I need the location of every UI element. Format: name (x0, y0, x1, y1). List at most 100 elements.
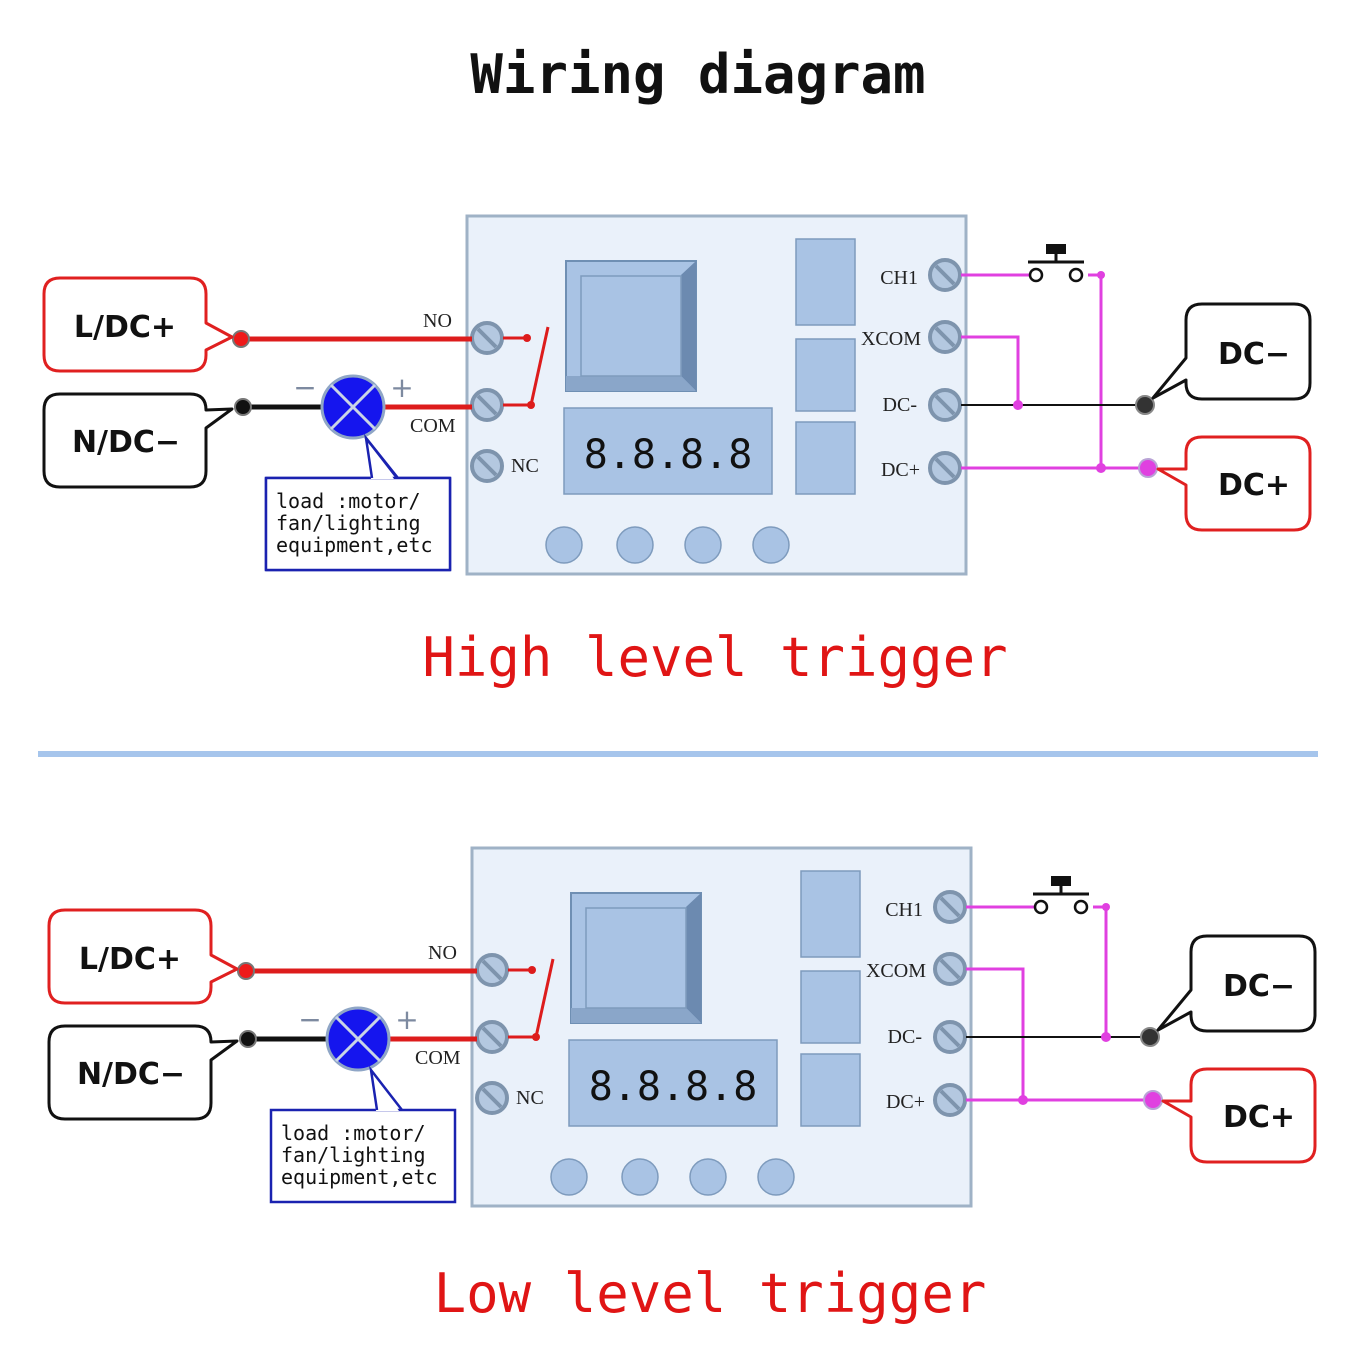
label-ch1: CH1 (885, 899, 923, 921)
node-dc-minus (1135, 395, 1155, 415)
board-button (616, 526, 654, 564)
load-callout-line: equipment,etc (281, 1165, 438, 1189)
callout-n-dc-minus: N/DC− (42, 392, 234, 489)
load-callout-line: equipment,etc (276, 533, 433, 557)
callout-l-dc-plus: L/DC+ (47, 908, 239, 1005)
panel-low-level-trigger: 8.8.8.8 NO COM NC CH1 XCOM DC- DC+ (47, 846, 1317, 1208)
wiring-right (961, 273, 1148, 470)
label-dc-plus: DC+ (881, 459, 920, 481)
board-button (550, 1158, 588, 1196)
relay-board (465, 214, 968, 576)
screw-terminal-no (475, 953, 509, 987)
node-dc-plus (1138, 458, 1158, 478)
callout-dc-plus: DC+ (1156, 435, 1312, 532)
terminal-block (795, 338, 856, 412)
callout-dc-minus-label: DC− (1218, 337, 1290, 372)
callout-dc-plus-label: DC+ (1218, 468, 1290, 503)
node-l-dc (237, 962, 255, 980)
junction-dot (1101, 1032, 1111, 1042)
load-callout: load :motor/ fan/lighting equipment,etc (264, 433, 452, 572)
label-no: NO (428, 942, 457, 964)
load-callout-line: load :motor/ (276, 489, 421, 513)
load-callout-line: fan/lighting (276, 511, 421, 535)
led-display (568, 1039, 778, 1127)
callout-l-dc-plus: L/DC+ (42, 276, 234, 373)
relay-board (470, 846, 973, 1208)
node-dc-minus (1140, 1027, 1160, 1047)
led-display-digits: 8.8.8.8 (589, 1064, 758, 1110)
label-no: NO (423, 310, 452, 332)
board-button (621, 1158, 659, 1196)
section-divider (38, 751, 1318, 757)
callout-l-dc-plus-label: L/DC+ (74, 310, 176, 345)
load-plus-sign: + (390, 371, 413, 404)
junction-dot (1102, 903, 1110, 911)
label-nc: NC (511, 455, 539, 477)
label-ch1: CH1 (880, 267, 918, 289)
node-n-dc (239, 1030, 257, 1048)
callout-n-dc-minus-label: N/DC− (72, 425, 180, 460)
relay-component (570, 892, 702, 1024)
load-callout: load :motor/ fan/lighting equipment,etc (269, 1065, 457, 1204)
load-lamp-icon (320, 374, 386, 440)
board-button (545, 526, 583, 564)
load-plus-sign: + (395, 1003, 418, 1036)
callout-l-dc-plus-label: L/DC+ (79, 942, 181, 977)
terminal-block (800, 970, 861, 1044)
junction-dot (1013, 400, 1023, 410)
screw-terminal-xcom (928, 320, 962, 354)
terminal-block (800, 870, 861, 958)
page-title: Wiring diagram (470, 43, 925, 106)
board-button (752, 526, 790, 564)
callout-dc-minus: DC− (1156, 934, 1317, 1033)
label-xcom: XCOM (861, 328, 921, 350)
junction-dot (1018, 1095, 1028, 1105)
screw-terminal-nc (470, 449, 504, 483)
board-button (689, 1158, 727, 1196)
relay-contact-switch (508, 958, 555, 1041)
callout-dc-plus-label: DC+ (1223, 1100, 1295, 1135)
push-button-switch-icon (1028, 244, 1084, 283)
relay-contact-switch (503, 326, 550, 409)
screw-terminal-ch1 (928, 258, 962, 292)
label-dc-plus: DC+ (886, 1091, 925, 1113)
board-button (757, 1158, 795, 1196)
screw-terminal-xcom (933, 952, 967, 986)
label-dc-minus: DC- (888, 1026, 922, 1048)
screw-terminal-dc-plus (928, 451, 962, 485)
callout-dc-minus: DC− (1151, 302, 1312, 401)
load-minus-sign: − (298, 1003, 321, 1036)
callout-n-dc-minus-label: N/DC− (77, 1057, 185, 1092)
callout-n-dc-minus: N/DC− (47, 1024, 239, 1121)
label-dc-minus: DC- (883, 394, 917, 416)
node-l-dc (232, 330, 250, 348)
terminal-block (800, 1053, 861, 1127)
relay-component (565, 260, 697, 392)
screw-terminal-nc (475, 1081, 509, 1115)
junction-dot (1097, 271, 1105, 279)
node-dc-plus (1143, 1090, 1163, 1110)
terminal-block (795, 238, 856, 326)
screw-terminal-no (470, 321, 504, 355)
push-button-switch-icon (1033, 876, 1089, 915)
label-xcom: XCOM (866, 960, 926, 982)
terminal-block (795, 421, 856, 495)
load-minus-sign: − (293, 371, 316, 404)
label-com: COM (415, 1047, 461, 1069)
screw-terminal-com (475, 1020, 509, 1054)
screw-terminal-dc-minus (928, 388, 962, 422)
callout-dc-minus-label: DC− (1223, 969, 1295, 1004)
screw-terminal-dc-plus (933, 1083, 967, 1117)
board-button (684, 526, 722, 564)
caption-low-level-trigger: Low level trigger (434, 1262, 987, 1325)
led-display-digits: 8.8.8.8 (584, 432, 753, 478)
load-lamp-icon (325, 1006, 391, 1072)
load-callout-line: load :motor/ (281, 1121, 426, 1145)
label-nc: NC (516, 1087, 544, 1109)
screw-terminal-com (470, 388, 504, 422)
caption-high-level-trigger: High level trigger (422, 626, 1007, 689)
led-display (563, 407, 773, 495)
panel-high-level-trigger: 8.8.8.8 NO COM NC CH1 XCOM DC- DC+ (42, 214, 1312, 576)
